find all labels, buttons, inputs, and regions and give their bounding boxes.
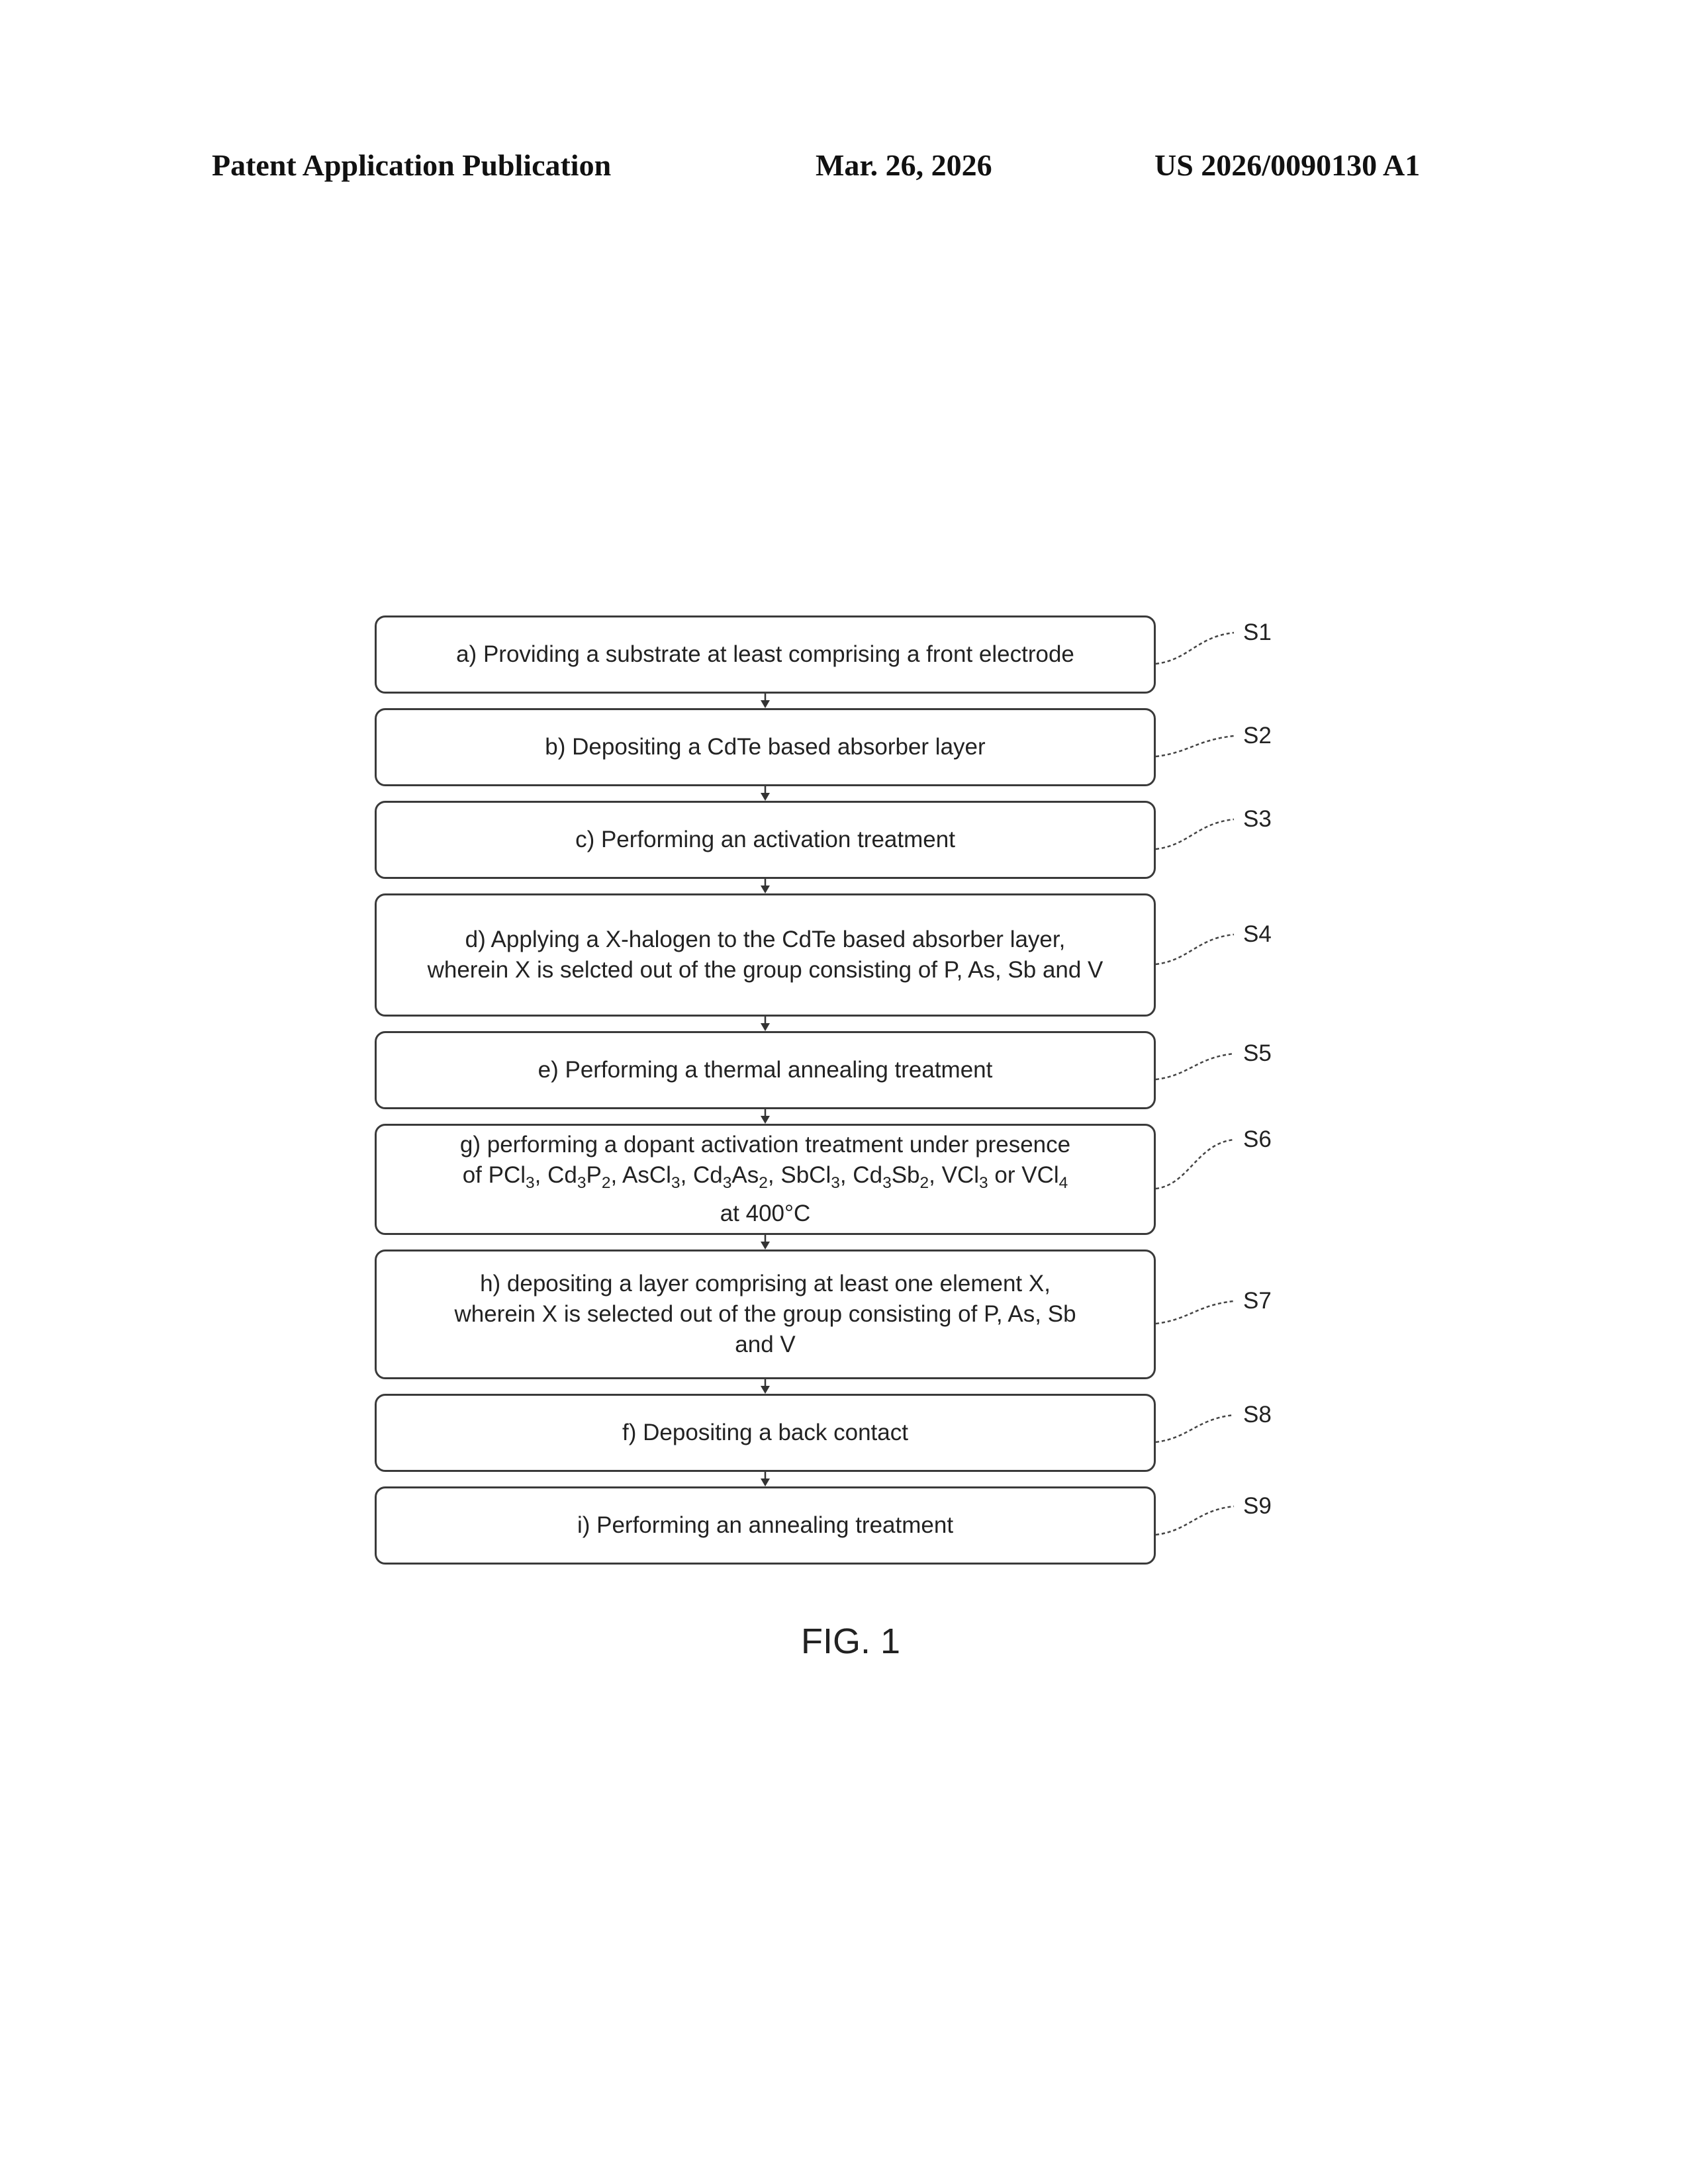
step-label-s3: S3 — [1243, 806, 1272, 833]
step-box-s8: f) Depositing a back contact — [375, 1394, 1156, 1472]
step-box-s1: a) Providing a substrate at least compri… — [375, 615, 1156, 694]
step-label-s4: S4 — [1243, 921, 1272, 948]
step-box-s5: e) Performing a thermal annealing treatm… — [375, 1031, 1156, 1109]
step-text: c) Performing an activation treatment — [562, 825, 968, 855]
step-text: a) Providing a substrate at least compri… — [443, 639, 1088, 670]
step-box-s2: b) Depositing a CdTe based absorber laye… — [375, 708, 1156, 786]
patent-number: US 2026/0090130 A1 — [1154, 147, 1420, 184]
step-text: f) Depositing a back contact — [609, 1418, 921, 1448]
arrow-head-icon — [761, 1023, 770, 1031]
step-text: e) Performing a thermal annealing treatm… — [525, 1055, 1006, 1085]
publication-type: Patent Application Publication — [212, 147, 611, 184]
figure-caption: FIG. 1 — [781, 1620, 920, 1662]
step-label-s2: S2 — [1243, 723, 1272, 749]
arrow-head-icon — [761, 1242, 770, 1250]
arrow-head-icon — [761, 1116, 770, 1124]
step-label-s7: S7 — [1243, 1288, 1272, 1314]
step-box-s4: d) Applying a X-halogen to the CdTe base… — [375, 893, 1156, 1017]
leader-line-s1 — [1156, 633, 1234, 664]
leader-line-s6 — [1156, 1140, 1234, 1189]
step-label-s5: S5 — [1243, 1040, 1272, 1067]
leader-line-s8 — [1156, 1415, 1234, 1442]
step-label-s1: S1 — [1243, 619, 1272, 646]
step-label-s8: S8 — [1243, 1402, 1272, 1428]
publication-date: Mar. 26, 2026 — [816, 147, 992, 184]
leader-line-s2 — [1156, 736, 1234, 756]
leader-line-s5 — [1156, 1054, 1234, 1079]
step-text: g) performing a dopant activation treatm… — [447, 1130, 1084, 1229]
step-box-s7: h) depositing a layer comprising at leas… — [375, 1250, 1156, 1379]
leader-line-s9 — [1156, 1506, 1234, 1535]
arrow-head-icon — [761, 1479, 770, 1486]
step-label-s6: S6 — [1243, 1126, 1272, 1153]
step-box-s3: c) Performing an activation treatment — [375, 801, 1156, 879]
leader-line-s4 — [1156, 934, 1234, 964]
arrow-head-icon — [761, 886, 770, 893]
step-box-s6: g) performing a dopant activation treatm… — [375, 1124, 1156, 1235]
step-text: i) Performing an annealing treatment — [564, 1510, 966, 1541]
step-text: h) depositing a layer comprising at leas… — [441, 1269, 1089, 1360]
arrow-head-icon — [761, 700, 770, 708]
leader-line-s7 — [1156, 1301, 1234, 1324]
leader-line-s3 — [1156, 819, 1234, 849]
arrow-head-icon — [761, 793, 770, 801]
arrow-head-icon — [761, 1386, 770, 1394]
step-text: d) Applying a X-halogen to the CdTe base… — [414, 925, 1117, 985]
step-text: b) Depositing a CdTe based absorber laye… — [532, 732, 998, 762]
step-box-s9: i) Performing an annealing treatment — [375, 1486, 1156, 1565]
step-label-s9: S9 — [1243, 1493, 1272, 1520]
